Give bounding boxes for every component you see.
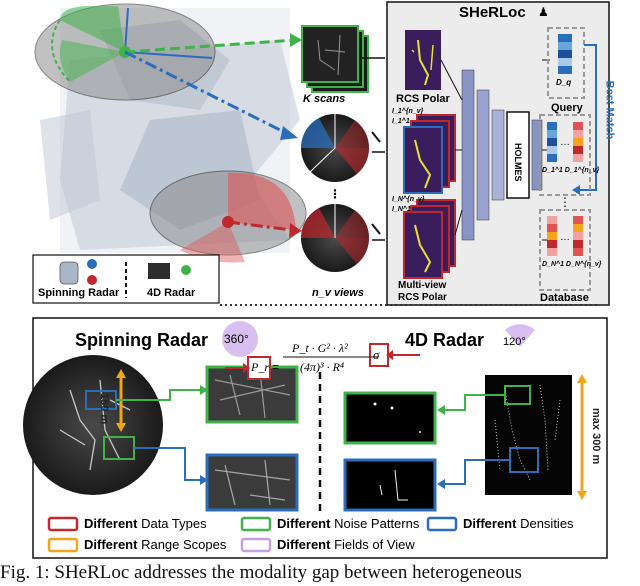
svg-text:⋮: ⋮ — [329, 187, 341, 201]
legend-item-data-types: Different Data Types — [84, 516, 207, 531]
database-label: Database — [540, 292, 589, 304]
db-vec-label-a: D_1^1 D_1^{n_v} — [542, 167, 600, 174]
database-group-bottom — [539, 209, 591, 291]
sherloc-title: SHeRLoc — [459, 4, 526, 21]
spinning-density-crop — [205, 453, 299, 512]
i-top2-label: I_1^1 — [392, 118, 410, 125]
views-circle-top — [301, 114, 370, 182]
spinning-radar-title: Spinning Radar — [75, 330, 209, 350]
encoder-network — [461, 69, 505, 241]
eq-denominator: (4π)³ · R⁴ — [300, 360, 345, 374]
db-vec-label-b: D_N^1 D_N^{n_v} — [542, 261, 602, 268]
views-circle-bottom — [301, 204, 370, 272]
database-vectors-bottom — [547, 216, 583, 256]
i-bot2-label: I_N^1 — [392, 206, 411, 213]
spinning-scan-circle — [23, 355, 163, 495]
fov-360-label: 360° — [224, 332, 249, 346]
eq-numerator: P_t · G² · λ² — [292, 341, 348, 355]
holmes-block[interactable] — [506, 111, 530, 199]
rcs-polar-label: RCS Polar — [396, 93, 450, 105]
holmes-label: HOLMES — [513, 143, 523, 182]
legend-item-noise: Different Noise Patterns — [277, 516, 420, 531]
4d-fov-red — [228, 172, 296, 230]
svg-text:…: … — [560, 137, 570, 148]
eq-pr: P_r — [251, 360, 269, 374]
best-match-arrow — [576, 44, 597, 191]
query-label: Query — [551, 102, 583, 114]
fov-360-badge — [222, 321, 258, 357]
spinning-radar-icon — [59, 261, 79, 285]
4d-noise-crop — [343, 391, 437, 445]
eq-sigma: σ — [373, 347, 380, 362]
fov-120-label: 120° — [503, 336, 526, 348]
robot-icon: ♟ — [538, 5, 549, 19]
multi-view-label-2: RCS Polar — [398, 292, 447, 303]
nv-views-label: n_v views — [312, 287, 364, 299]
query-vector-label: D_q — [556, 78, 572, 87]
4d-density-crop — [343, 458, 437, 512]
radar-4d-title: 4D Radar — [405, 330, 485, 350]
query-vector — [558, 34, 572, 74]
database-group-top — [539, 114, 591, 196]
k-scans-stack — [301, 25, 369, 93]
fov-120-wedge — [505, 324, 535, 347]
i-bot-label: I_N^{n_v} — [392, 196, 425, 203]
rcs-polar-image — [405, 30, 441, 90]
legend-item-densities: Different Densities — [463, 516, 574, 531]
range-300-label: max 300 m — [590, 408, 602, 465]
database-vectors-top — [547, 122, 583, 162]
eq-equals: = — [272, 360, 280, 374]
legend-item-range: Different Range Scopes — [84, 537, 227, 552]
legend-spinning-label: Spinning Radar — [38, 287, 120, 299]
figure-caption: Fig. 1: SHeRLoc addresses the modality g… — [0, 562, 522, 583]
multi-view-stack-bottom — [403, 199, 456, 279]
legend-4d-label: 4D Radar — [147, 287, 196, 299]
i-top-label: I_1^{n_v} — [392, 108, 424, 115]
range-150-label: 150 m — [98, 393, 110, 425]
svg-text:⋮: ⋮ — [559, 195, 571, 209]
svg-text:…: … — [560, 232, 570, 243]
best-match-label: Best Match — [603, 80, 616, 140]
multi-view-stack-top — [403, 114, 456, 194]
legend-item-fov: Different Fields of View — [277, 537, 415, 552]
spinning-fov-green — [60, 6, 125, 52]
4d-radar-icon — [148, 263, 170, 279]
query-box — [547, 27, 585, 99]
k-scans-label: K scans — [303, 93, 346, 105]
multi-view-label-1: Multi-view — [398, 280, 447, 291]
